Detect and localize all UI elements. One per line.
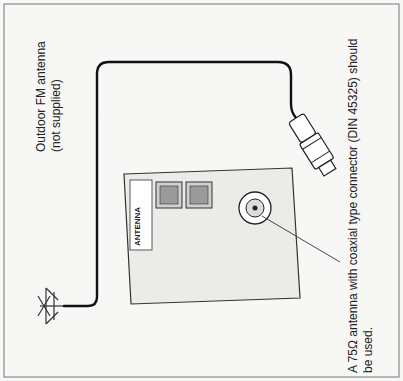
panel-label: ANTENNA (133, 184, 143, 246)
antenna-note: Outdoor FM antenna (not supplied) (34, 32, 64, 152)
coax-plug (287, 112, 340, 178)
connector-note: A 75Ω antenna with coaxial type connecto… (346, 23, 376, 373)
leader-line (262, 216, 340, 262)
rear-panel (124, 168, 300, 304)
frame (4, 4, 399, 377)
fm-antenna (38, 288, 64, 324)
